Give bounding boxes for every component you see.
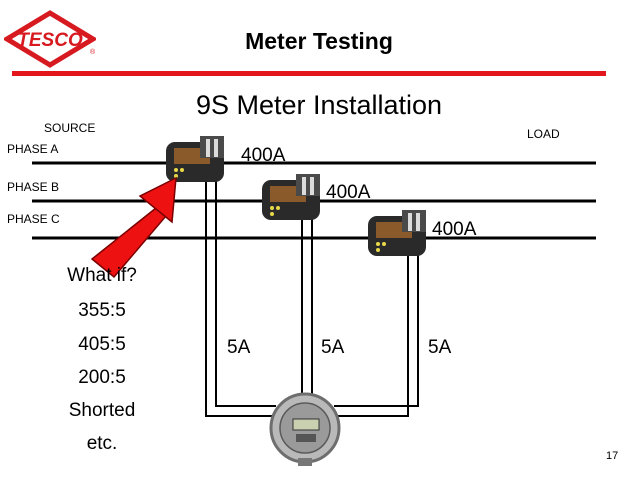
phase-b-label: PHASE B [7, 180, 60, 194]
logo-text: TESCO [17, 30, 83, 51]
what-if-item: 405:5 [78, 334, 126, 355]
logo-registered-mark: ® [90, 48, 96, 56]
tesco-logo: TESCO ® [4, 10, 96, 68]
secondary-b-current: 5A [321, 337, 345, 358]
what-if-heading: What if? [67, 265, 137, 286]
meter-icon [269, 392, 341, 466]
ct-phase-a [166, 136, 224, 182]
what-if-item: etc. [86, 433, 118, 454]
source-label: SOURCE [44, 121, 96, 135]
ct-b-rating: 400A [326, 182, 371, 203]
secondary-a-current: 5A [227, 337, 251, 358]
ct-phase-b [262, 174, 320, 220]
what-if-item: 200:5 [78, 367, 126, 388]
secondary-c-current: 5A [428, 337, 452, 358]
ct-phase-c [368, 210, 426, 256]
load-label: LOAD [527, 127, 560, 141]
phase-a-label: PHASE A [7, 142, 59, 156]
page-title: Meter Testing [245, 28, 393, 54]
ct-c-rating: 400A [432, 219, 477, 240]
ct-a-rating: 400A [241, 145, 286, 166]
logo-diamond [4, 10, 96, 68]
slide-title: 9S Meter Installation [195, 90, 443, 120]
phase-c-label: PHASE C [7, 212, 60, 226]
arrow-icon [90, 176, 177, 279]
page-number: 17 [606, 450, 619, 462]
title-rule [12, 71, 606, 76]
what-if-item: 355:5 [78, 300, 126, 321]
what-if-item: Shorted [68, 400, 136, 421]
secondary-wiring [205, 160, 419, 417]
